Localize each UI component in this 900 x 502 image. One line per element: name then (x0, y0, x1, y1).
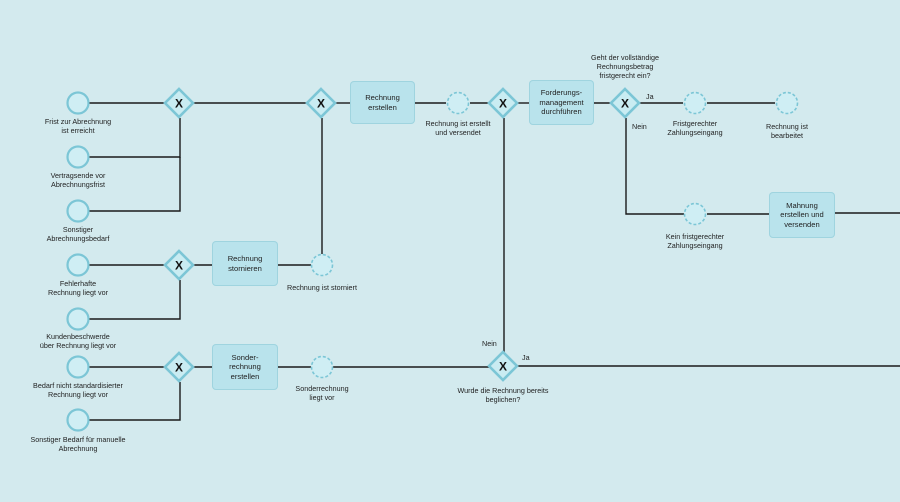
gateway-x-symbol: X (175, 97, 183, 111)
event-label-erstellt: Rechnung ist erstellt und versendet (425, 119, 491, 137)
gateway-symbols: X X X X X X X (175, 97, 629, 375)
start-event-label: Frist zur Abrechnung ist erreicht (44, 117, 112, 135)
start-event[interactable] (66, 408, 90, 432)
gateway-merge-3[interactable] (487, 87, 519, 119)
gateway-x-symbol: X (317, 97, 325, 111)
intermediate-event-erstellt[interactable] (446, 91, 470, 115)
gateway-merge-sonder[interactable] (163, 351, 195, 383)
end-event-bearbeitet[interactable] (775, 91, 799, 115)
gateway-merge-1[interactable] (163, 87, 195, 119)
gateway-x-symbol: X (175, 259, 183, 273)
intermediate-events (310, 91, 799, 379)
intermediate-event-storniert[interactable] (310, 253, 334, 277)
event-label-fristgerecht: Fristgerechter Zahlungseingang (667, 119, 723, 137)
flow-label-nein: Nein (482, 339, 497, 348)
start-event[interactable] (66, 355, 90, 379)
task-sonderrechnung-erstellen[interactable]: Sonder- rechnung erstellen (212, 344, 278, 390)
gateway-merge-storno[interactable] (163, 249, 195, 281)
gateway-x-symbol: X (499, 97, 507, 111)
gateway-beglichen[interactable] (487, 350, 519, 382)
start-event[interactable] (66, 145, 90, 169)
start-event-label: Kundenbeschwerde über Rechnung liegt vor (39, 332, 117, 350)
intermediate-event-fristgerecht[interactable] (683, 91, 707, 115)
gateway-merge-2[interactable] (305, 87, 337, 119)
start-event-label: Sonstiger Bedarf für manuelle Abrechnung (30, 435, 126, 453)
gateway-x-symbol: X (621, 97, 629, 111)
sequence-flows (89, 102, 900, 421)
gateways (163, 87, 641, 383)
flow-line (625, 118, 684, 215)
event-label-bearbeitet: Rechnung ist bearbeitet (766, 122, 808, 140)
start-event[interactable] (66, 253, 90, 277)
start-event[interactable] (66, 91, 90, 115)
start-event[interactable] (66, 307, 90, 331)
intermediate-event-nicht-fristgerecht[interactable] (683, 202, 707, 226)
task-mahnung[interactable]: Mahnung erstellen und versenden (769, 192, 835, 238)
flow-label-ja: Ja (646, 92, 654, 101)
task-rechnung-stornieren[interactable]: Rechnung stornieren (212, 241, 278, 286)
start-event-label: Fehlerhafte Rechnung liegt vor (48, 279, 108, 297)
intermediate-event-sonderrechnung[interactable] (310, 355, 334, 379)
event-label-sonderrechnung: Sonderrechnung liegt vor (295, 384, 349, 402)
start-event-label: Bedarf nicht standardisierter Rechnung l… (33, 381, 123, 399)
start-event[interactable] (66, 199, 90, 223)
flow-line (89, 382, 181, 421)
gateway-frist[interactable] (609, 87, 641, 119)
start-event-label: Sonstiger Abrechnungsbedarf (46, 225, 110, 243)
flow-label-ja: Ja (522, 353, 530, 362)
start-events (66, 91, 90, 432)
task-rechnung-erstellen[interactable]: Rechnung erstellen (350, 81, 415, 124)
flow-line (89, 280, 181, 320)
event-label-nicht-fristgerecht: Kein fristgerechter Zahlungseingang (665, 232, 725, 250)
start-event-label: Vertragsende vor Abrechnungsfrist (50, 171, 106, 189)
gateway-question-beglichen: Wurde die Rechnung bereits beglichen? (457, 386, 549, 404)
gateway-question-frist: Geht der vollständige Rechnungsbetrag fr… (591, 53, 659, 80)
flow-label-nein: Nein (632, 122, 647, 131)
gateway-x-symbol: X (499, 360, 507, 374)
gateway-x-symbol: X (175, 361, 183, 375)
task-forderungsmanagement[interactable]: Forderungs- management durchführen (529, 80, 594, 125)
flow-line (89, 157, 181, 212)
event-label-storniert: Rechnung ist storniert (287, 283, 357, 292)
